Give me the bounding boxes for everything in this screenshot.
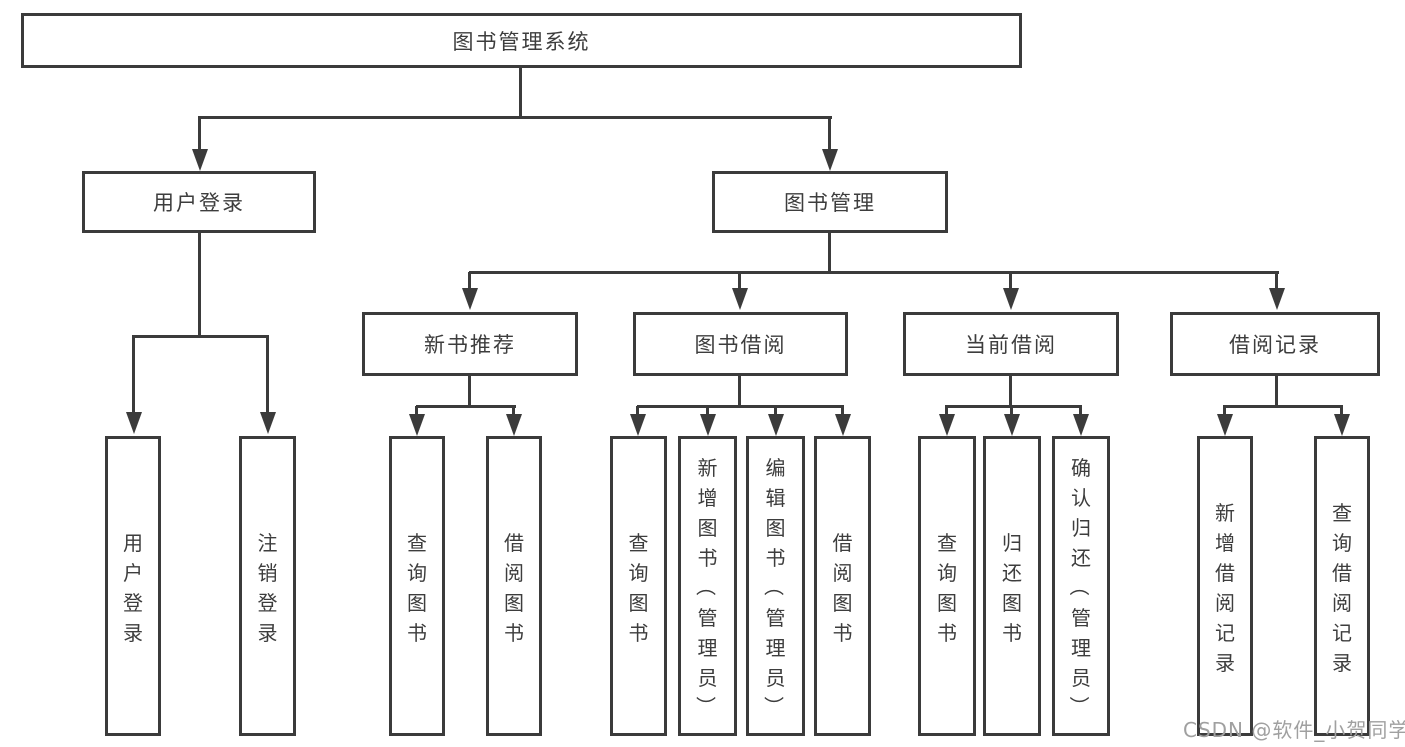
leaf-user-login: 用户登录	[105, 436, 161, 736]
arrow-to-leaf-add-books	[706, 406, 709, 414]
connector-new-book-rec-stub	[468, 376, 471, 407]
arrow-to-leaf-add-borrow-record	[1223, 406, 1226, 414]
node-label: 借阅记录	[1229, 333, 1321, 357]
leaf-label: 编辑图书（管理员）	[762, 455, 786, 717]
leaf-label: 查询图书	[407, 530, 427, 645]
connector-new-book-rec-branch	[416, 405, 516, 408]
arrow-to-leaf-query-books-1	[415, 406, 418, 414]
arrow-to-leaf-user-login	[132, 336, 135, 412]
connector-current-borrowing-stub	[1009, 376, 1012, 407]
leaf-label: 查询借阅记录	[1332, 500, 1352, 675]
leaf-label: 借阅图书	[504, 530, 524, 645]
arrow-to-book-borrowing	[738, 272, 741, 288]
connector-borrowing-records-branch	[1223, 405, 1343, 408]
arrow-to-leaf-edit-books	[774, 406, 777, 414]
leaf-add-books-admin: 新增图书（管理员）	[678, 436, 737, 736]
connector-borrowing-records-stub	[1275, 376, 1278, 407]
node-book-borrowing: 图书借阅	[633, 312, 848, 376]
connector-user-login-stub	[198, 233, 201, 337]
leaf-label: 确认归还（管理员）	[1067, 455, 1092, 717]
connector-current-borrowing-branch	[945, 405, 1082, 408]
arrow-to-leaf-confirm-return	[1079, 406, 1082, 414]
node-current-borrowing: 当前借阅	[903, 312, 1119, 376]
node-label: 当前借阅	[965, 333, 1057, 357]
leaf-label: 新增借阅记录	[1215, 500, 1235, 675]
node-label: 图书借阅	[694, 333, 787, 357]
leaf-query-books-1: 查询图书	[389, 436, 445, 736]
leaf-confirm-return-admin: 确认归还（管理员）	[1052, 436, 1110, 736]
node-label: 图书管理	[784, 191, 876, 215]
arrow-to-leaf-query-books-2	[636, 406, 639, 414]
arrow-to-current-borrowing	[1009, 272, 1012, 288]
connector-level3-branch	[469, 271, 1279, 274]
arrow-to-leaf-borrow-books-1	[512, 406, 515, 414]
arrow-to-leaf-query-books-3	[945, 406, 948, 414]
leaf-edit-books-admin: 编辑图书（管理员）	[746, 436, 805, 736]
leaf-label: 新增图书（管理员）	[694, 455, 718, 717]
leaf-logout-login: 注销登录	[239, 436, 296, 736]
leaf-label: 借阅图书	[832, 530, 853, 645]
leaf-add-borrow-record: 新增借阅记录	[1197, 436, 1253, 736]
node-label: 用户登录	[153, 191, 245, 215]
leaf-label: 查询图书	[937, 530, 957, 645]
node-book-management: 图书管理	[712, 171, 948, 233]
leaf-query-books-3: 查询图书	[918, 436, 976, 736]
leaf-label: 查询图书	[628, 530, 649, 645]
node-library-management-system: 图书管理系统	[21, 13, 1022, 68]
connector-user-login-branch	[132, 335, 269, 338]
arrow-to-leaf-borrow-books-2	[841, 406, 844, 414]
arrow-to-borrowing-records	[1275, 272, 1278, 288]
node-label: 新书推荐	[424, 333, 516, 357]
leaf-label: 用户登录	[123, 530, 143, 645]
csdn-watermark: CSDN @软件_小贺同学	[1183, 718, 1405, 742]
arrow-to-leaf-logout	[266, 336, 269, 412]
arrow-to-book-management	[828, 117, 831, 149]
arrow-to-user-login	[198, 117, 201, 149]
node-borrowing-records: 借阅记录	[1170, 312, 1380, 376]
node-label: 图书管理系统	[452, 29, 591, 54]
leaf-borrow-books-1: 借阅图书	[486, 436, 542, 736]
connector-root-stub	[519, 68, 522, 117]
connector-book-borrowing-stub	[738, 376, 741, 407]
node-new-book-recommendation: 新书推荐	[362, 312, 578, 376]
leaf-borrow-books-2: 借阅图书	[814, 436, 871, 736]
arrow-to-leaf-return-books	[1010, 406, 1013, 414]
leaf-label: 注销登录	[257, 530, 278, 645]
leaf-label: 归还图书	[1002, 530, 1022, 645]
connector-book-borrowing-branch	[637, 405, 844, 408]
leaf-return-books: 归还图书	[983, 436, 1041, 736]
arrow-to-new-book-recommendation	[468, 272, 471, 288]
connector-book-management-stub	[828, 233, 831, 274]
leaf-query-books-2: 查询图书	[610, 436, 667, 736]
leaf-query-borrow-record: 查询借阅记录	[1314, 436, 1370, 736]
node-user-login: 用户登录	[82, 171, 316, 233]
connector-level2-branch	[198, 116, 832, 119]
arrow-to-leaf-query-borrow-record	[1340, 406, 1343, 414]
